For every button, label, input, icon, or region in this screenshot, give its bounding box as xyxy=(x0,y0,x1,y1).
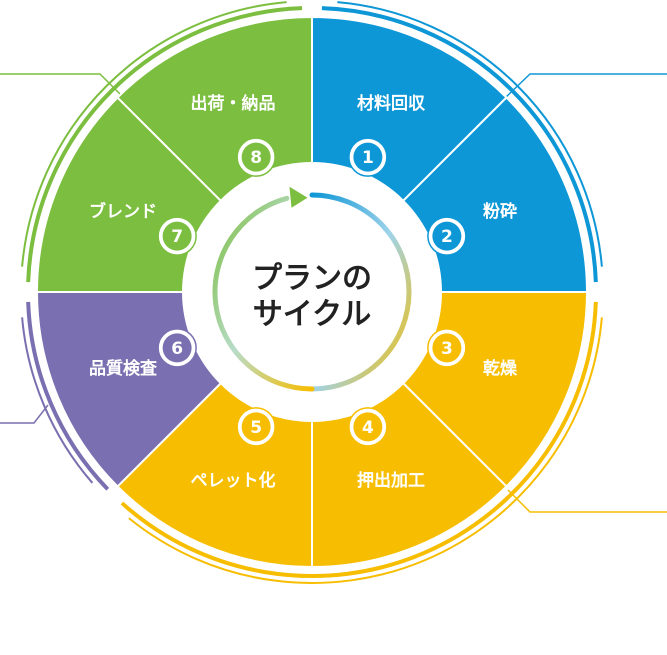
step-label-7: ブレンド xyxy=(89,201,157,222)
step-label-5: ペレット化 xyxy=(191,470,276,491)
step-badge-5: 5 xyxy=(236,407,276,447)
step-number-badges: 1 2 3 4 5 6 7 8 xyxy=(157,137,467,447)
center-title-line1: プランの xyxy=(252,261,372,296)
step-label-8: 出荷・納品 xyxy=(191,93,276,114)
connector-line xyxy=(507,489,667,513)
outer-ring-thin-arc xyxy=(21,317,94,484)
center-title-line2: サイクル xyxy=(253,297,372,332)
step-label-6: 品質検査 xyxy=(89,358,158,379)
step-label-3: 乾燥 xyxy=(483,358,518,379)
outer-ring-thin-arc xyxy=(128,317,603,584)
step-number: 3 xyxy=(441,339,453,359)
connector-line xyxy=(0,404,49,424)
step-badge-7: 7 xyxy=(157,216,197,256)
step-badge-8: 8 xyxy=(236,137,276,177)
outer-ring-thin-arc xyxy=(21,1,287,267)
step-badge-1: 1 xyxy=(348,137,388,177)
step-number: 2 xyxy=(441,227,453,247)
step-label-4: 押出加工 xyxy=(357,470,425,491)
cycle-arc-left xyxy=(212,195,315,392)
connector-lines xyxy=(0,73,667,513)
step-number: 1 xyxy=(362,148,374,168)
step-number: 5 xyxy=(250,418,262,438)
outer-ring-arc xyxy=(26,301,110,491)
outer-rings xyxy=(21,1,603,584)
step-badge-3: 3 xyxy=(427,328,467,368)
step-number: 6 xyxy=(171,339,183,359)
step-number: 4 xyxy=(362,418,374,438)
step-number: 7 xyxy=(171,227,183,247)
step-badge-6: 6 xyxy=(157,328,197,368)
step-label-1: 材料回収 xyxy=(357,93,426,114)
cycle-arc-right xyxy=(309,192,412,392)
step-badge-4: 4 xyxy=(348,407,388,447)
step-badge-2: 2 xyxy=(427,216,467,256)
center-circle xyxy=(182,162,442,422)
outer-ring-arc xyxy=(120,301,598,578)
connector-line xyxy=(0,73,123,97)
outer-ring-arc xyxy=(26,6,303,283)
cycle-arrow-icon xyxy=(212,186,412,392)
connector-line xyxy=(504,73,667,99)
step-number: 8 xyxy=(250,148,262,168)
step-label-2: 粉砕 xyxy=(483,201,517,222)
arrow-head-icon xyxy=(289,186,308,208)
